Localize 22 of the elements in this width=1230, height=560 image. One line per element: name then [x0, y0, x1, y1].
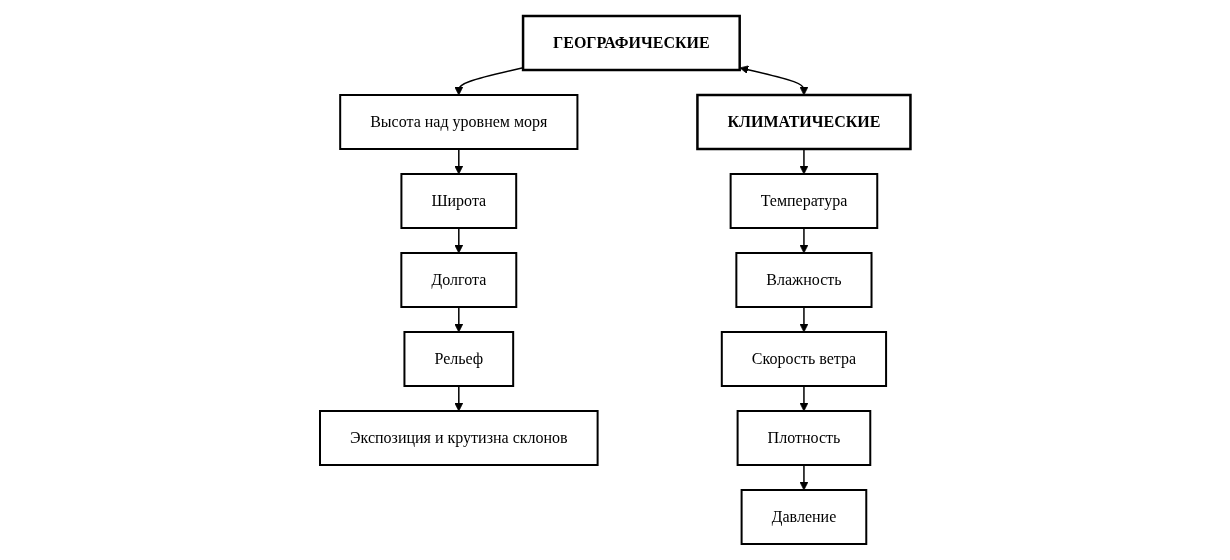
node-box: КЛИМАТИЧЕСКИЕ — [695, 93, 912, 151]
node-box: Экспозиция и крутизна склонов — [318, 410, 599, 466]
node-box: Скорость ветра — [720, 331, 887, 387]
arrow — [799, 464, 809, 491]
node-box: ГЕОГРАФИЧЕСКИЕ — [521, 14, 741, 72]
arrow — [454, 385, 463, 412]
node-box: Температура — [729, 173, 878, 229]
node-box: Рельеф — [403, 331, 514, 387]
node-box: Долгота — [400, 252, 518, 308]
arrow — [454, 306, 463, 333]
arrow — [739, 65, 809, 96]
node-box: Давление — [740, 489, 868, 545]
node-box: Плотность — [736, 410, 872, 466]
arrow — [799, 306, 809, 333]
node-box: Высота над уровнем моря — [338, 94, 579, 150]
arrow — [799, 227, 809, 254]
arrow — [454, 227, 463, 254]
arrow — [454, 67, 524, 96]
node-box: Влажность — [735, 252, 873, 308]
node-box: Широта — [400, 173, 517, 229]
arrow — [799, 385, 809, 412]
arrow — [454, 148, 463, 175]
